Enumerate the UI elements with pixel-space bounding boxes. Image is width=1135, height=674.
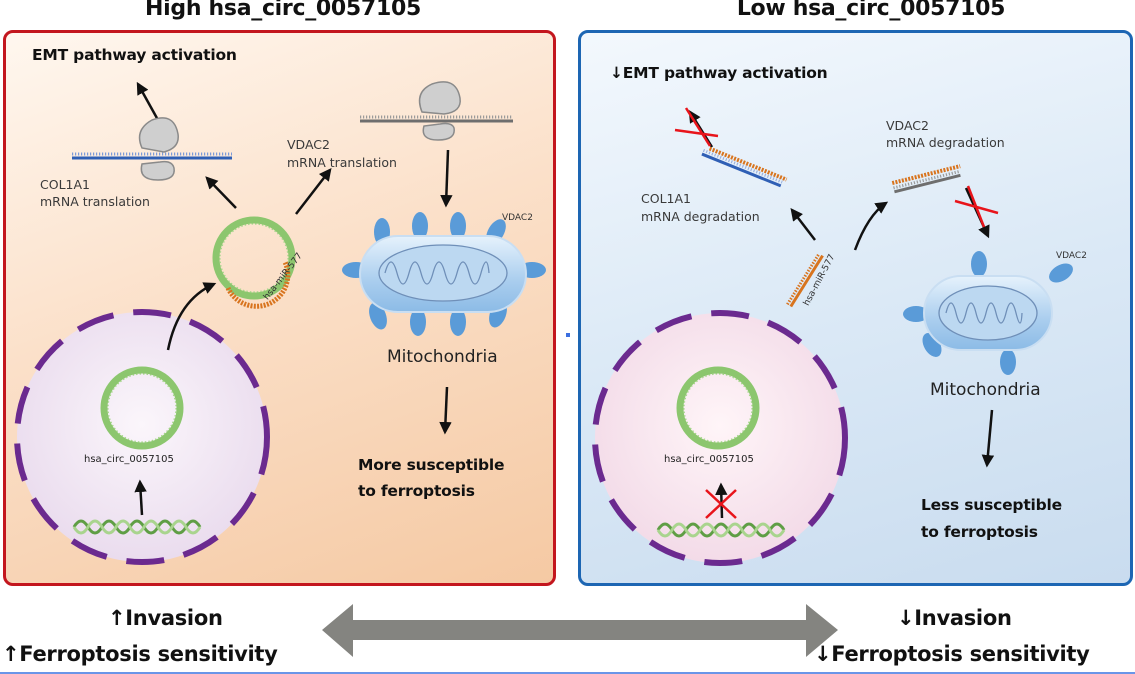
arrow-vdac2-to-mito: [440, 149, 453, 208]
nucleus-icon: [592, 310, 848, 566]
nucleus-icon: [14, 309, 270, 565]
left-vdac2-label-line1: VDAC2: [287, 137, 330, 152]
left-col1a1-label-line2: mRNA translation: [40, 194, 150, 209]
left-vdac2-protein-label: VDAC2: [502, 213, 533, 223]
bottom-right-invasion: ↓Invasion: [897, 606, 1012, 630]
bottom-right-ferroptosis: ↓Ferroptosis sensitivity: [814, 642, 1090, 666]
right-outcome-line1: Less susceptible: [921, 496, 1062, 514]
red-x-block-icon: [954, 185, 999, 228]
vdac2-mrna-icon: [360, 115, 513, 123]
arrow-dna-to-circ: [134, 479, 147, 516]
red-x-block-icon: [674, 107, 719, 147]
circular-rna-icon: [212, 216, 296, 300]
bottom-left-invasion: ↑Invasion: [108, 606, 223, 630]
bottom-left-ferroptosis: ↑Ferroptosis sensitivity: [2, 642, 278, 666]
right-vdac2-label-line2: mRNA degradation: [886, 135, 1005, 150]
right-vdac2-label-line1: VDAC2: [886, 118, 929, 133]
double-arrow-icon: [322, 604, 838, 657]
right-emt-label: ↓EMT pathway activation: [610, 64, 828, 82]
col1a1-mrna-icon: [72, 152, 232, 160]
bottom-border-line: [0, 672, 1135, 674]
red-x-block-icon: [705, 489, 737, 519]
mitochondria-icon: [903, 251, 1073, 375]
dna-helix-icon: [72, 519, 202, 535]
arrow-mirna-to-col1a1: [790, 208, 816, 241]
left-panel-title: High hsa_circ_0057105: [145, 0, 421, 21]
right-vdac2-protein-label: VDAC2: [1056, 251, 1087, 261]
mitochondria-icon: [342, 212, 546, 336]
right-panel-title: Low hsa_circ_0057105: [736, 0, 1006, 21]
stray-dot: [566, 333, 570, 337]
arrow-circ-to-vdac2: [295, 168, 332, 215]
arrow-nucleus-to-circ: [166, 282, 217, 351]
right-col1a1-label-line2: mRNA degradation: [641, 209, 760, 224]
left-emt-label: EMT pathway activation: [32, 46, 237, 64]
ribosome-icon: [418, 81, 461, 141]
dna-helix-icon: [656, 522, 786, 538]
left-mito-label: Mitochondria: [387, 347, 498, 367]
mirna-strand-icon: [786, 252, 824, 308]
right-col1a1-label-line1: COL1A1: [641, 191, 691, 206]
right-mito-label: Mitochondria: [930, 380, 1041, 400]
circular-rna-icon: [676, 366, 760, 450]
arrow-circ-to-col1a1: [205, 176, 237, 209]
mirna-strand-icon: [225, 260, 291, 309]
col1a1-degraded-mrna-icon: [701, 146, 788, 188]
arrow-mito-to-outcome: [439, 386, 452, 435]
left-outcome-line2: to ferroptosis: [358, 482, 475, 500]
left-col1a1-label-line1: COL1A1: [40, 177, 90, 192]
arrow-mito-to-outcome: [981, 409, 995, 468]
circular-rna-icon: [100, 366, 184, 450]
left-circ-label: hsa_circ_0057105: [84, 454, 174, 465]
emt-arrow: [136, 81, 160, 121]
arrow-mirna-to-vdac2: [853, 201, 889, 251]
right-outcome-line2: to ferroptosis: [921, 523, 1038, 541]
left-outcome-line1: More susceptible: [358, 456, 505, 474]
blocked-dna-arrow: [715, 482, 728, 519]
left-vdac2-label-line2: mRNA translation: [287, 155, 397, 170]
ribosome-icon: [138, 117, 179, 181]
vdac2-degraded-mrna-icon: [891, 164, 961, 194]
right-circ-label: hsa_circ_0057105: [664, 454, 754, 465]
